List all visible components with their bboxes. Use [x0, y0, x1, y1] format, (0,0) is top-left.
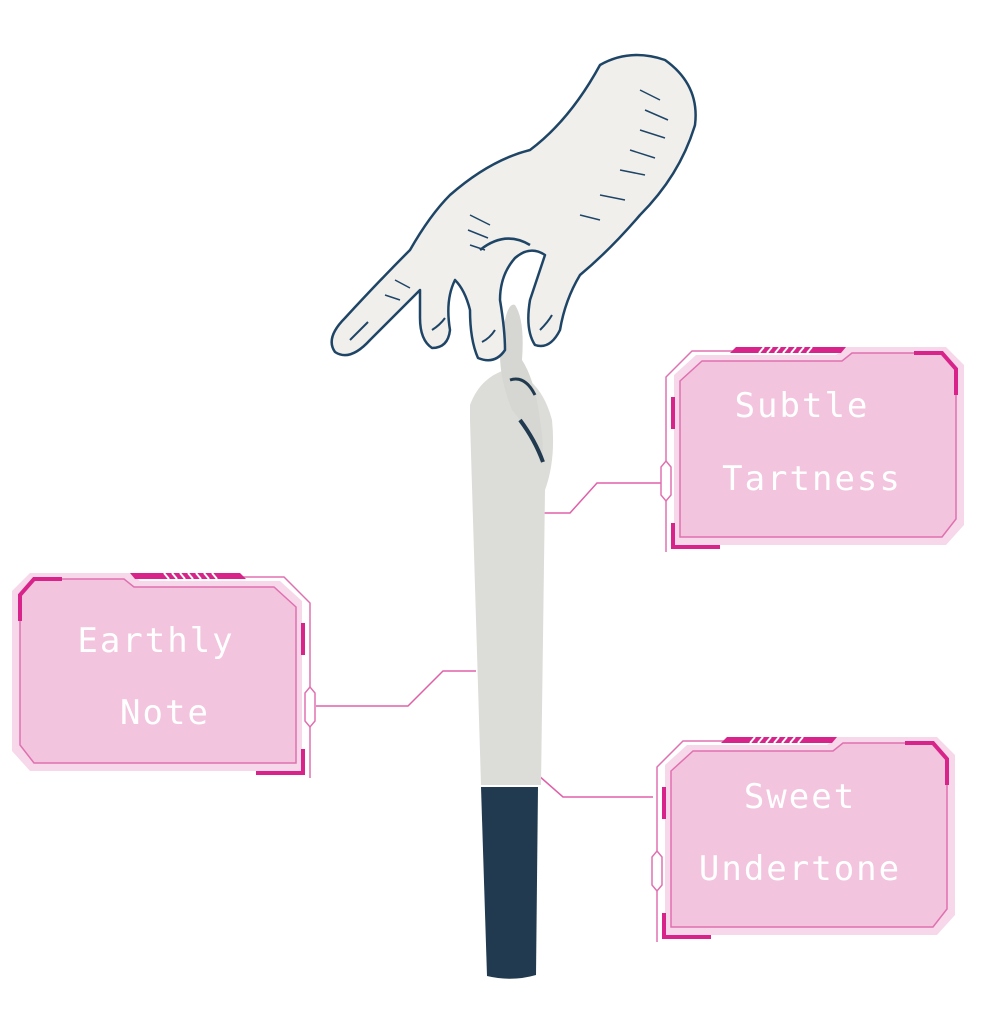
callout-line-2: Tartness [722, 459, 902, 499]
callout-line-1: Sweet [744, 777, 856, 817]
joint-twist [500, 304, 543, 465]
callout-earthly-note: Earthly Note [10, 571, 317, 780]
hand-icon [330, 53, 697, 362]
callout-sweet-undertone: Sweet Undertone [650, 735, 957, 944]
callout-subtle-tartness: Subtle Tartness [659, 345, 966, 554]
connector-sweet-undertone [537, 774, 653, 798]
callout-line-1: Earthly [77, 621, 234, 661]
callout-line-2: Undertone [699, 849, 901, 889]
connector-subtle-tartness [541, 482, 662, 514]
callout-line-1: Subtle [735, 386, 870, 426]
callout-line-2: Note [120, 693, 210, 733]
filter-tip [481, 787, 538, 979]
joint [470, 304, 554, 979]
joint-paper [470, 370, 554, 785]
connector-earthly-note [316, 670, 476, 707]
